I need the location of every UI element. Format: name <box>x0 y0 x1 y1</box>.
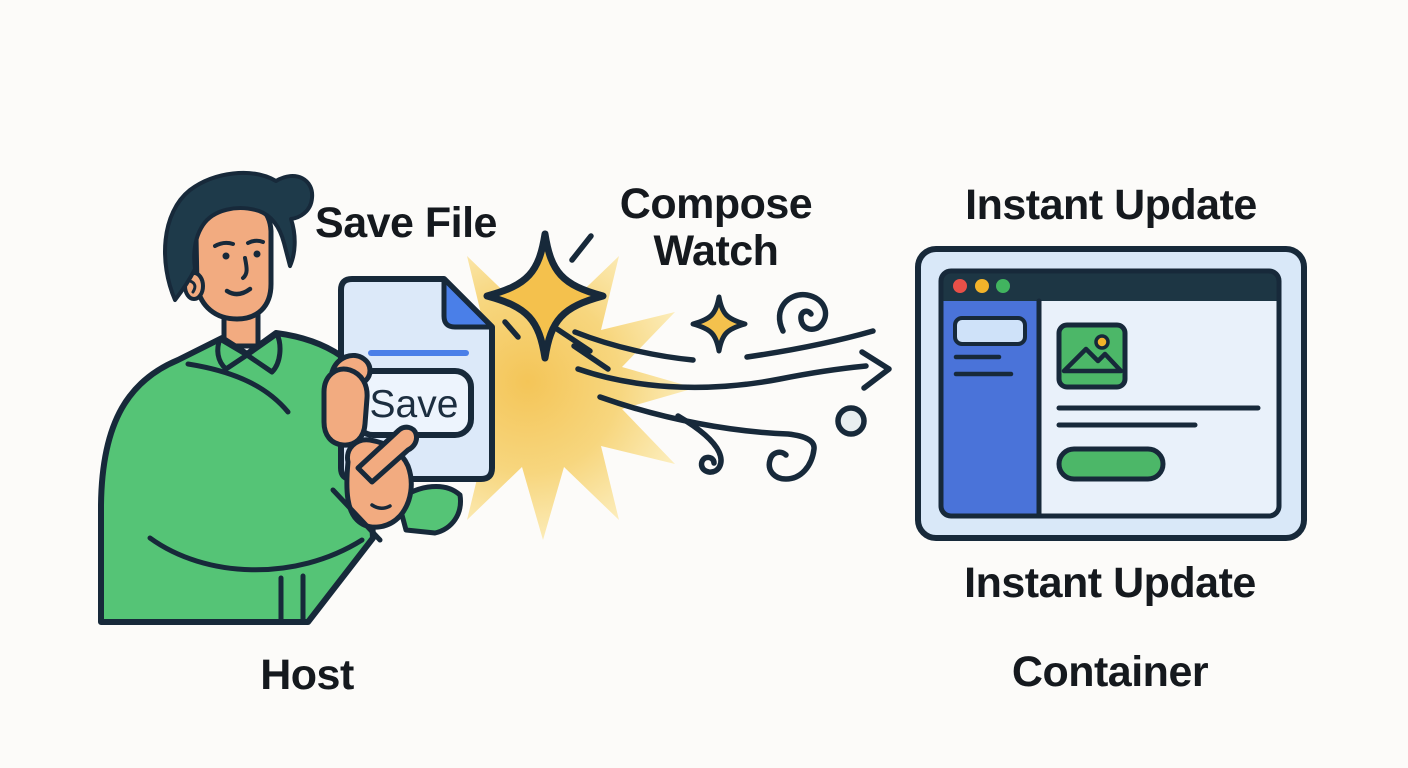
image-sun-icon <box>1094 334 1110 350</box>
wind-line-1 <box>572 329 696 363</box>
sleeve-wedge <box>395 483 463 536</box>
left-eyebrow <box>213 240 235 248</box>
index-finger <box>355 424 419 485</box>
large-sparkle-icon <box>483 230 607 362</box>
sidebar-search-box[interactable] <box>953 316 1027 346</box>
shirt-seam-lines <box>147 361 365 624</box>
host-label: Host <box>260 651 354 699</box>
action-pill-button[interactable] <box>1056 446 1166 482</box>
smile-line <box>224 286 253 297</box>
save-button-label: Save <box>370 383 459 426</box>
small-sparkle-icon <box>690 294 748 354</box>
palm <box>321 366 370 448</box>
person-hands <box>321 353 463 543</box>
container-label: Container <box>1011 648 1209 696</box>
nose-line <box>241 256 249 280</box>
wind-line-2 <box>744 328 876 360</box>
sidebar-menu-lines <box>953 354 1014 377</box>
wind-spiral-top <box>776 291 829 334</box>
person-hair <box>163 170 315 302</box>
traffic-lights <box>953 279 1010 293</box>
sparkle-dashes <box>502 233 611 372</box>
compose-watch-label: Compose Watch <box>619 180 813 275</box>
sparkles <box>483 230 748 372</box>
document-icon: Save <box>338 276 495 482</box>
wind-arrow-icon <box>572 291 892 482</box>
content-text-lines <box>1056 405 1261 428</box>
ear-inner-line <box>188 279 197 294</box>
collar-right-flap <box>244 331 283 375</box>
wind-line-arrow <box>575 363 869 391</box>
pointing-hand <box>330 424 419 543</box>
wind-line-3 <box>597 394 817 482</box>
image-mountains-icon <box>1061 346 1124 374</box>
person-illustration <box>98 170 387 625</box>
right-eyebrow <box>246 238 265 245</box>
gripping-hand <box>321 353 373 448</box>
left-eye <box>222 252 230 260</box>
browser-titlebar <box>941 271 1279 301</box>
wind-line-4 <box>675 413 724 475</box>
knuckle-line <box>370 503 392 510</box>
cuff-line <box>330 487 383 543</box>
save-file-label: Save File <box>315 199 497 247</box>
wind-dot <box>835 405 867 437</box>
close-dot-icon[interactable] <box>953 279 967 293</box>
starburst <box>391 236 695 540</box>
instant-update-bottom-label: Instant Update <box>964 559 1256 607</box>
instant-update-top-label: Instant Update <box>965 181 1257 229</box>
collar-left-flap <box>215 336 250 372</box>
right-eye <box>253 250 261 258</box>
browser-window-border <box>938 268 1282 519</box>
arrowhead <box>859 349 892 391</box>
browser-main-content <box>1056 322 1261 482</box>
browser-window <box>915 246 1307 541</box>
minimize-dot-icon[interactable] <box>975 279 989 293</box>
document-fold-corner <box>441 276 495 330</box>
person-face-features <box>213 238 265 297</box>
maximize-dot-icon[interactable] <box>996 279 1010 293</box>
